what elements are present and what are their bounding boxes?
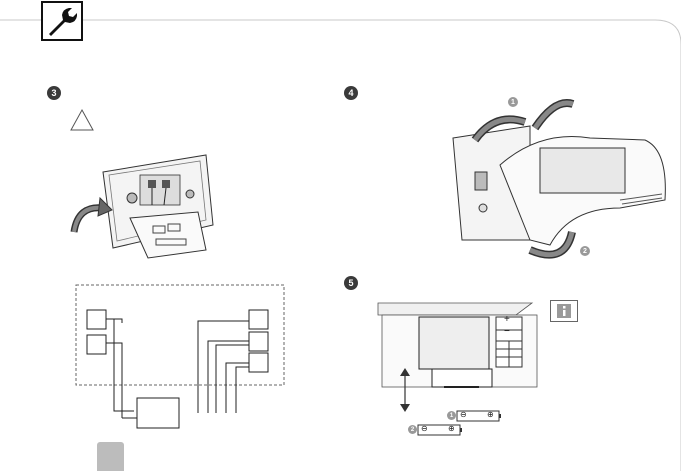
- up-down-arrow-icon: [399, 368, 411, 412]
- wrench-icon: [41, 1, 83, 41]
- battery-callout-2: 2: [408, 425, 417, 434]
- battery-2-minus: ⊖: [421, 424, 428, 433]
- wiring-diagram: [74, 283, 294, 433]
- warning-triangle-icon: [69, 108, 95, 132]
- keypad-plus: +: [504, 314, 510, 325]
- step-badge-5: 5: [344, 276, 358, 290]
- battery-callout-1: 1: [447, 411, 456, 420]
- battery-1-minus: ⊖: [460, 410, 467, 419]
- step-badge-4: 4: [344, 86, 358, 100]
- battery-2-plus: ⊕: [448, 424, 455, 433]
- callout-2: 2: [580, 246, 590, 256]
- keypad-minus: −: [504, 326, 510, 337]
- page-tab: [97, 442, 124, 471]
- info-icon: [550, 300, 578, 322]
- step3-base-illustration: [68, 150, 228, 260]
- callout-1: 1: [508, 97, 518, 107]
- battery-1-plus: ⊕: [487, 410, 494, 419]
- step4-cover-illustration: [440, 90, 670, 270]
- step-badge-3: 3: [47, 86, 61, 100]
